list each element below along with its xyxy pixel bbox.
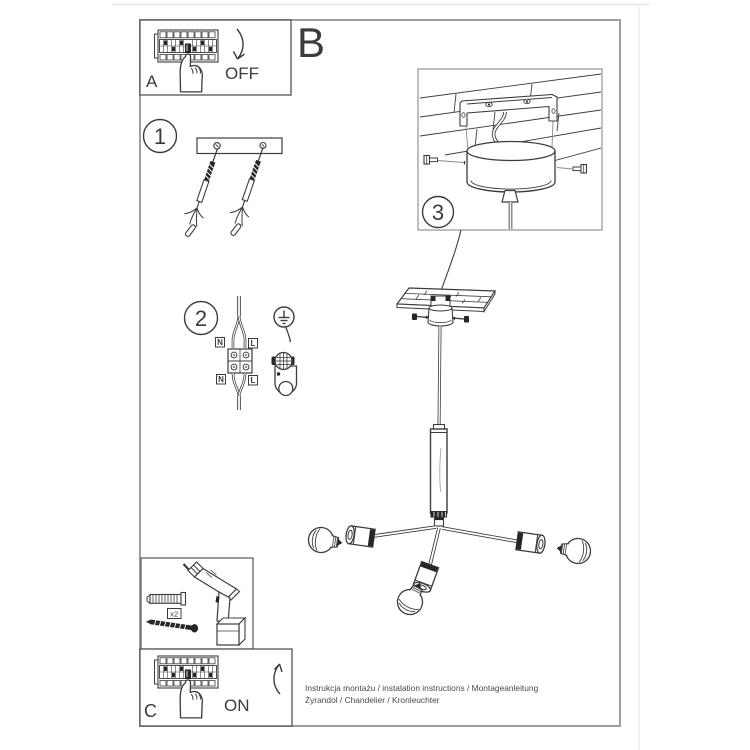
chandelier-arms xyxy=(373,525,519,566)
tools-box: x2 xyxy=(140,557,254,650)
screw-quantity-label: x2 xyxy=(170,609,178,618)
canopy-screw-right xyxy=(556,163,588,174)
bulb-left xyxy=(306,525,345,557)
mounting-bracket-illustration xyxy=(196,137,283,155)
canopy-side-screw-left xyxy=(412,313,429,320)
screw-quantity-badge: x2 xyxy=(167,608,182,619)
neutral-label-bottom: N xyxy=(218,375,224,384)
main-frame xyxy=(139,19,621,727)
canopy-screw-left xyxy=(423,154,466,165)
step-1-illustration: 1 xyxy=(142,118,283,240)
bulb-right xyxy=(554,534,593,566)
terminal-block-illustration xyxy=(227,296,253,410)
step-3-label: 3 xyxy=(432,200,444,225)
ground-terminal-illustration xyxy=(271,327,298,397)
canopy xyxy=(466,140,556,229)
step-3-box: 3 xyxy=(417,68,603,231)
footer-line-1: Instrukcja montażu / instalation instruc… xyxy=(305,683,539,693)
panel-a-label: A xyxy=(146,72,158,91)
live-label-top: L xyxy=(251,339,256,348)
wall-plug-icon xyxy=(146,591,187,606)
terminal-labels: N L N L xyxy=(215,337,258,386)
center-tube xyxy=(429,428,448,527)
chandelier-illustration xyxy=(306,229,593,620)
step-1-label: 1 xyxy=(154,124,166,149)
socket-right xyxy=(515,531,547,555)
section-b-label: B xyxy=(297,19,325,66)
step-3-circle xyxy=(421,195,455,229)
on-arrow-icon xyxy=(273,663,283,695)
page-edges xyxy=(112,3,649,750)
drill-icon xyxy=(182,561,247,647)
footer-line-2: Żyrandol / Chandelier / Kronleuchter xyxy=(305,695,440,705)
panel-a-box: A OFF xyxy=(139,19,292,96)
on-label: ON xyxy=(224,696,250,715)
step-1-circle xyxy=(142,118,178,154)
panel-c-label: C xyxy=(144,701,157,721)
off-arrow-icon xyxy=(232,28,245,60)
live-label-bottom: L xyxy=(251,376,256,385)
neutral-label-top: N xyxy=(217,338,223,347)
step-2-illustration: 2 xyxy=(183,296,298,410)
canopy-side-screw-right xyxy=(452,316,469,323)
hanging-rod xyxy=(432,325,446,431)
step-2-label: 2 xyxy=(195,306,207,331)
panel-c-box: C ON xyxy=(139,648,293,727)
step-2-circle xyxy=(183,300,219,336)
screw-icon xyxy=(146,619,199,633)
socket-left xyxy=(344,524,376,548)
ceiling-wire-left xyxy=(178,145,227,240)
off-label: OFF xyxy=(225,64,259,83)
ground-symbol-icon xyxy=(273,306,295,328)
chandelier-canopy xyxy=(427,295,454,327)
ceiling-wire-right xyxy=(223,144,272,239)
